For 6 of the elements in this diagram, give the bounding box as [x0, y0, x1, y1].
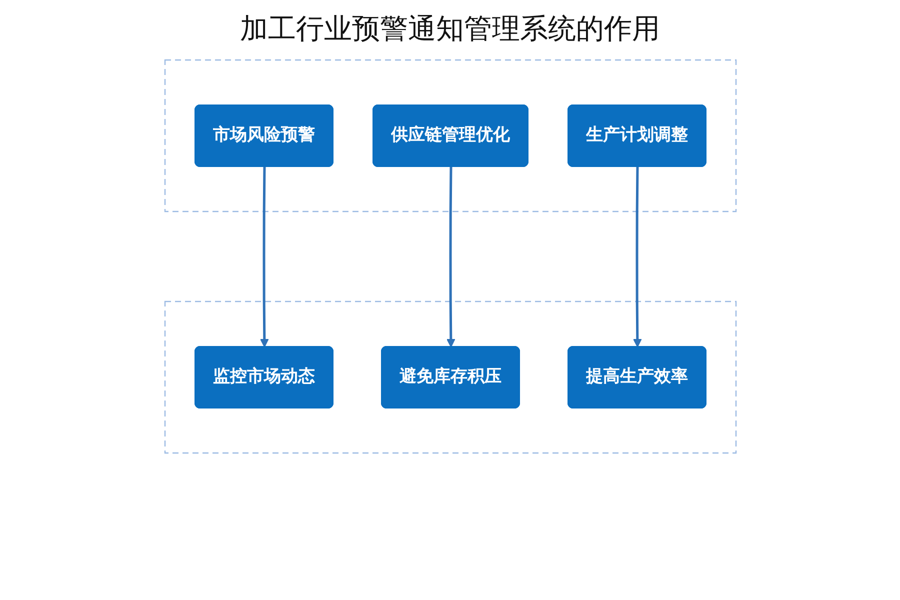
- arrow: [260, 166, 268, 348]
- arrow: [446, 166, 455, 348]
- arrow: [632, 166, 642, 348]
- diagram-title: 加工行业预警通知管理系统的作用: [239, 11, 661, 47]
- cluster: [164, 59, 736, 212]
- cluster: [164, 300, 736, 454]
